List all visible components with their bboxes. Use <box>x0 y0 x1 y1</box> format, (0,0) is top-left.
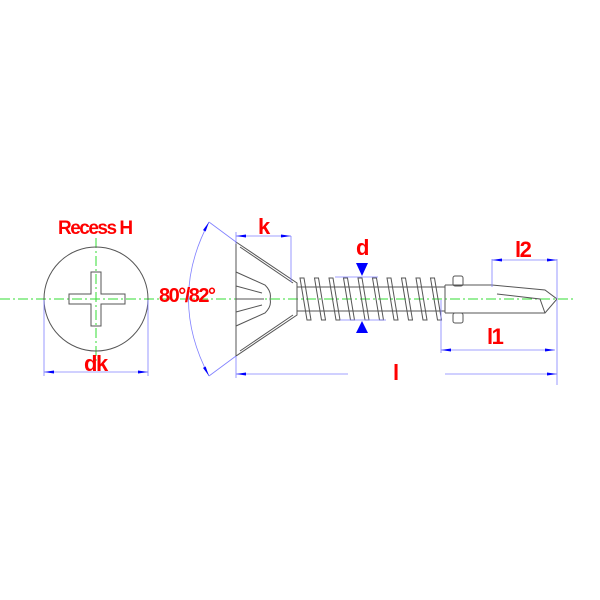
recess-label: Recess H <box>58 218 132 239</box>
angle-dimension <box>188 221 237 377</box>
dk-label: dk <box>84 351 109 376</box>
d-dimension <box>335 263 386 333</box>
l2-dimension <box>491 258 558 299</box>
thread-flight <box>429 277 443 321</box>
head-circle <box>43 246 149 352</box>
k-dimension <box>235 232 292 282</box>
screw-head-side <box>235 241 298 357</box>
l1-dimension <box>440 300 555 353</box>
dk-dimension <box>43 300 149 376</box>
d-label: d <box>356 235 368 260</box>
drill-point <box>444 275 558 324</box>
angle-label: 80°/82° <box>159 285 216 307</box>
thread-flight <box>400 277 414 321</box>
arrow-up-icon <box>356 321 368 333</box>
thread-flight <box>313 277 327 321</box>
l-dimension <box>235 300 558 385</box>
phillips-recess-icon <box>68 271 126 327</box>
k-label: k <box>258 214 271 239</box>
thread-flight <box>415 277 428 321</box>
thread-flight <box>386 277 399 321</box>
arrow-down-icon <box>356 263 368 276</box>
thread-flight <box>299 277 312 321</box>
l1-label: l1 <box>487 324 504 349</box>
l-label: l <box>393 360 398 385</box>
head-top-view <box>43 246 149 352</box>
l2-label: l2 <box>515 237 532 262</box>
